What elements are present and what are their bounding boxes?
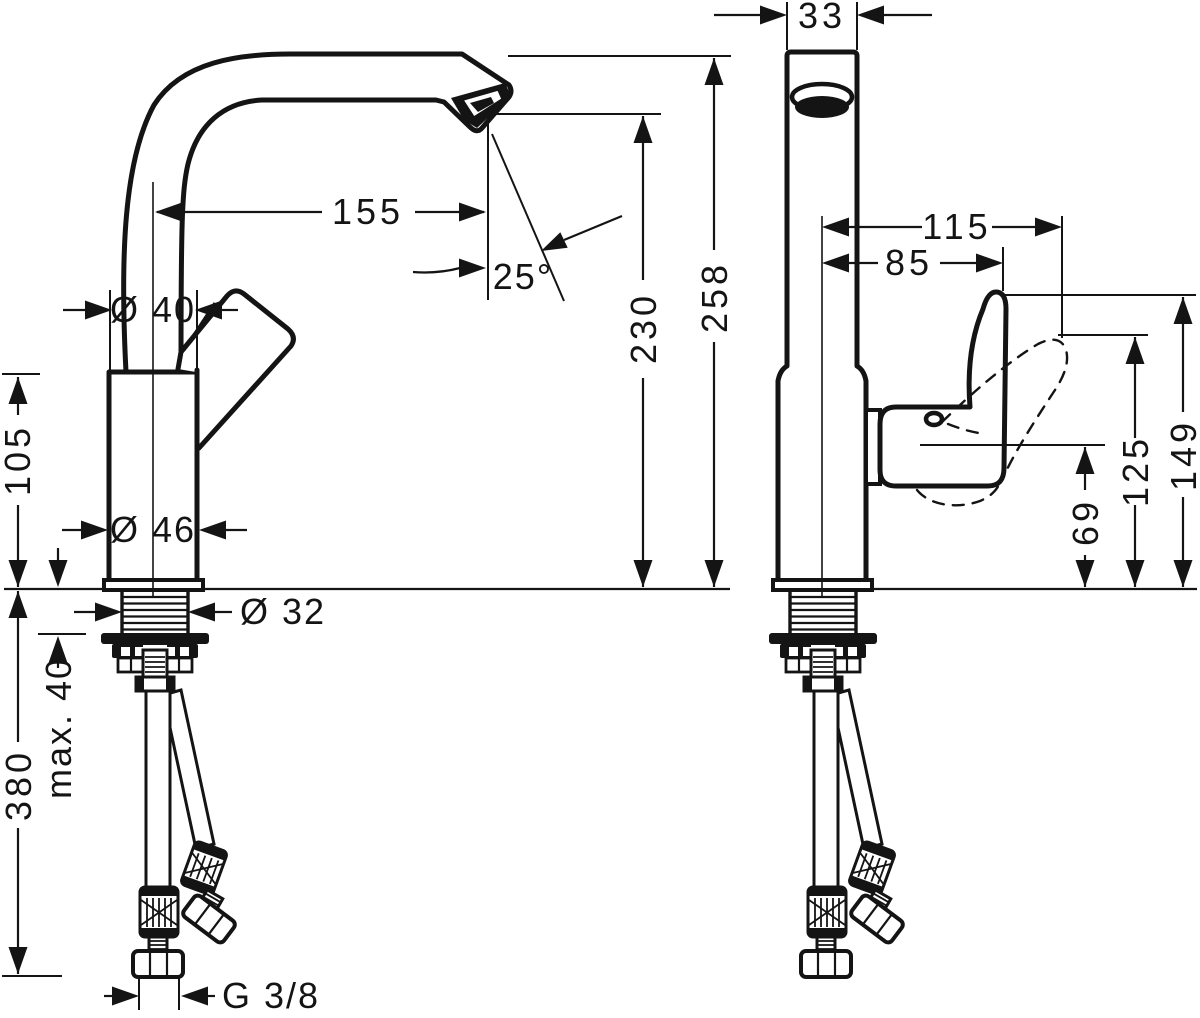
dim-label-d32: Ø 32 [240, 591, 326, 632]
dim-label-d46: Ø 46 [110, 509, 196, 550]
dim-handle-pivot-height: 69 [920, 444, 1106, 587]
dim-label-25deg: 25° [493, 256, 553, 297]
handle-side-view [175, 288, 296, 453]
handle-swing-dashed [915, 338, 1069, 507]
dim-body-diameter: Ø 46 [62, 509, 247, 550]
dim-spout-end-width: 33 [714, 0, 932, 50]
dim-label-105: 105 [0, 424, 38, 496]
dim-supply-connection: G 3/8 [104, 975, 320, 1016]
dim-label-max40: max. 40 [38, 657, 79, 799]
dim-deck-to-body-top: 105 [0, 373, 40, 587]
spout-column [784, 49, 860, 377]
dim-label-380: 380 [0, 749, 39, 821]
dim-handle-reach: 85 [822, 242, 1004, 291]
dim-label-149: 149 [1163, 419, 1200, 491]
dim-label-155: 155 [332, 191, 404, 232]
underdeck-assembly-side-view [99, 588, 239, 979]
dim-handle-raised-height: 125 [1058, 334, 1156, 587]
underdeck-assembly-front-view [767, 588, 907, 979]
dim-handle-top-height: 149 [1005, 294, 1200, 587]
dim-shank-diameter: Ø 32 [74, 591, 326, 632]
aerator-front [789, 81, 855, 118]
dim-overall-height: 258 [508, 55, 735, 587]
dim-max-mounting-thickness: max. 40 [38, 548, 86, 799]
dim-label-g38: G 3/8 [222, 975, 320, 1016]
front-view-faucet [771, 49, 1069, 596]
dim-handle-swing-reach: 115 [822, 206, 1063, 338]
aerator [451, 83, 511, 128]
dim-label-d40: Ø 40 [110, 289, 196, 330]
dim-neck-diameter: Ø 40 [63, 289, 238, 370]
side-view-faucet [102, 51, 514, 596]
dim-height-to-outlet: 230 [489, 113, 664, 587]
dim-label-69: 69 [1065, 498, 1106, 546]
dim-hose-length: 380 [0, 591, 62, 977]
dim-label-33: 33 [798, 0, 846, 36]
dim-spray-angle: 25° [412, 133, 623, 302]
handle-front-view [877, 289, 1009, 489]
dim-label-125: 125 [1115, 435, 1156, 507]
dim-spout-reach: 155 [155, 114, 489, 300]
handle-pivot-dot [923, 410, 945, 428]
dim-label-85: 85 [885, 242, 933, 283]
dim-label-115: 115 [922, 206, 991, 247]
dim-label-230: 230 [623, 292, 664, 364]
dim-label-258: 258 [694, 261, 735, 333]
